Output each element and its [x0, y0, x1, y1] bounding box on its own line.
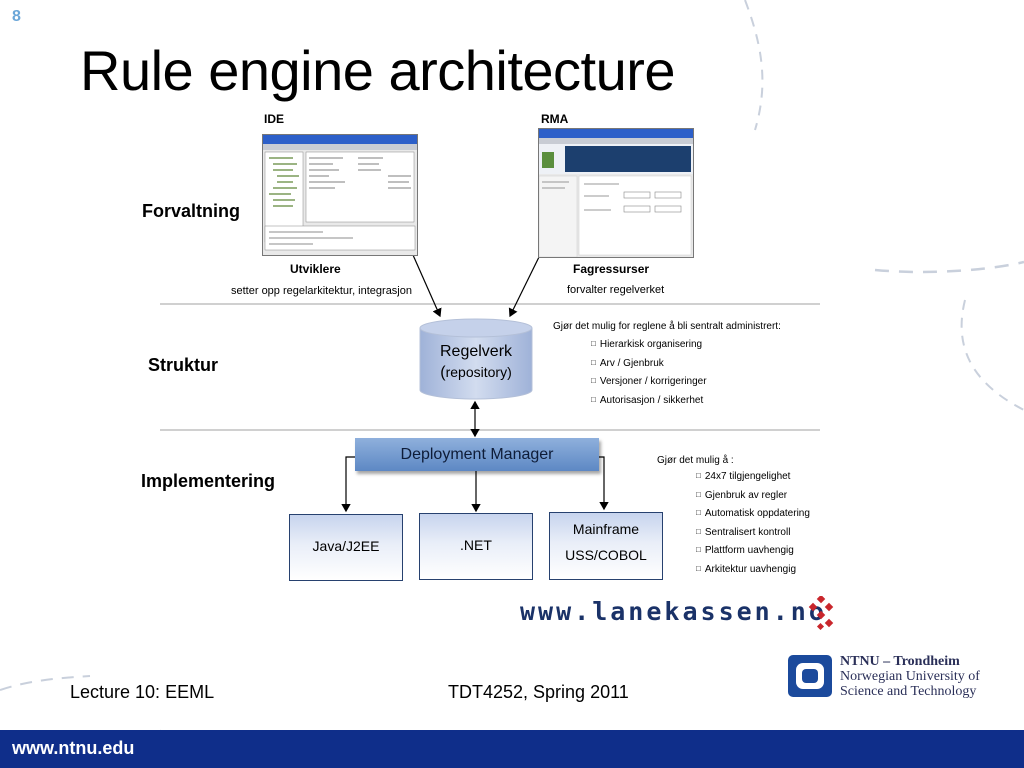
ntnu-line3: Science and Technology — [840, 684, 977, 699]
footer-course: TDT4252, Spring 2011 — [448, 682, 629, 702]
repository-cylinder — [419, 318, 533, 400]
rma-desc: forvalter regelverket — [567, 284, 665, 296]
repository-label-line2: (repository) — [418, 364, 534, 382]
row-label-implementering: Implementering — [141, 471, 276, 491]
list-item: Sentralisert kontroll — [696, 524, 810, 543]
list-item: Automatisk oppdatering — [696, 505, 810, 524]
lanekassen-url: www.lanekassen.no — [520, 597, 827, 626]
row-label-struktur: Struktur — [148, 355, 219, 375]
platform-mainframe-line1: Mainframe — [572, 521, 640, 537]
list-item: Plattform uavhengig — [696, 542, 810, 561]
repository-word: repository) — [445, 364, 512, 380]
ntnu-line2: Norwegian University of — [840, 669, 980, 684]
ntnu-line1: NTNU – Trondheim — [840, 654, 960, 669]
list-item: Hierarkisk organisering — [591, 336, 707, 355]
repo-notes-intro: Gjør det mulig for reglene å bli sentral… — [553, 321, 781, 332]
platform-mainframe-line2: USS/COBOL — [565, 547, 647, 563]
ntnu-url: www.ntnu.edu — [12, 738, 135, 758]
repo-notes-list: Hierarkisk organisering Arv / Gjenbruk V… — [591, 336, 707, 410]
platform-dotnet: .NET — [419, 513, 533, 580]
platform-mainframe: Mainframe USS/COBOL — [549, 512, 663, 580]
platform-java: Java/J2EE — [289, 514, 403, 581]
ide-desc: setter opp regelarkitektur, integrasjon — [231, 285, 412, 297]
list-item: Autorisasjon / sikkerhet — [591, 392, 707, 411]
rma-screenshot-content — [539, 144, 693, 257]
ide-screenshot — [262, 134, 418, 256]
list-item: Versjoner / korrigeringer — [591, 373, 707, 392]
deploy-notes-intro: Gjør det mulig å : — [657, 455, 734, 466]
lanekassen-logo-icon — [808, 596, 834, 630]
ide-role: Utviklere — [290, 262, 341, 276]
repository-paren: ( — [440, 364, 446, 381]
list-item: Gjenbruk av regler — [696, 487, 810, 506]
deployment-manager-box: Deployment Manager — [355, 438, 599, 471]
ntnu-name: NTNU – Trondheim Norwegian University of… — [840, 654, 980, 699]
list-item: Arv / Gjenbruk — [591, 355, 707, 374]
rma-screenshot — [538, 128, 694, 258]
rma-role: Fagressurser — [573, 262, 650, 276]
ide-screenshot-content — [264, 151, 416, 251]
footer-band — [0, 730, 1024, 768]
page-title: Rule engine architecture — [80, 39, 676, 102]
ntnu-logo-icon — [788, 655, 832, 697]
repository-label-line1: Regelverk — [439, 343, 513, 360]
slide-number: 8 — [12, 8, 21, 25]
rma-label: RMA — [541, 112, 569, 126]
ide-label: IDE — [264, 112, 285, 126]
deploy-notes-list: 24x7 tilgjengelighet Gjenbruk av regler … — [696, 468, 810, 579]
list-item: Arkitektur uavhengig — [696, 561, 810, 580]
list-item: 24x7 tilgjengelighet — [696, 468, 810, 487]
row-label-forvaltning: Forvaltning — [142, 201, 240, 221]
footer-lecture: Lecture 10: EEML — [70, 682, 215, 702]
